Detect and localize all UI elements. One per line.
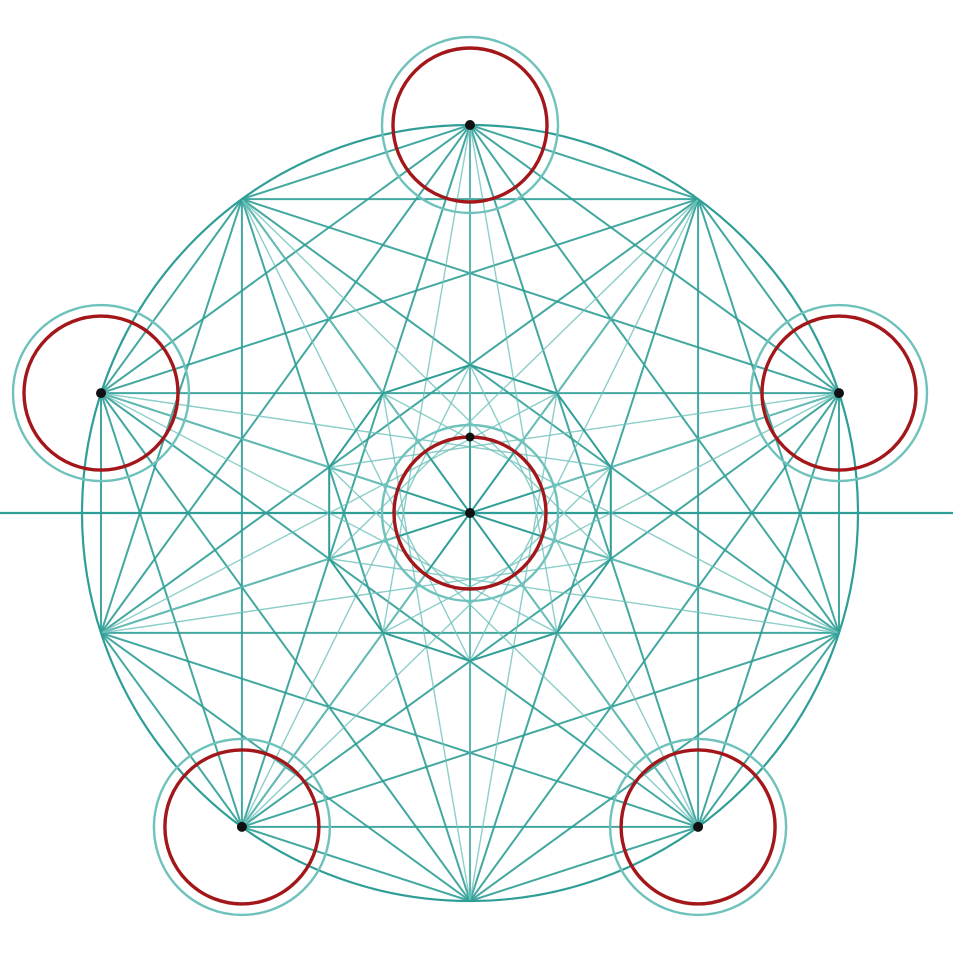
inner-decagon (328, 363, 612, 663)
center-spoke (469, 512, 545, 538)
chord-line (241, 124, 471, 201)
highlight-circle-group (22, 46, 918, 906)
vertex-outer-ring (608, 737, 788, 917)
vertex-outer-ring (11, 303, 191, 483)
center-spoke (423, 512, 471, 577)
vertex-outer-ring (749, 303, 929, 483)
vertex-highlight-circle (163, 748, 321, 906)
chord-line (100, 124, 471, 634)
vertex-dot (236, 821, 247, 832)
chord-line (241, 825, 471, 902)
chord-line (241, 198, 840, 395)
center-spoke (423, 449, 471, 514)
vertex-dot (693, 821, 704, 832)
vertex-dot-group (96, 120, 844, 832)
chord-line (100, 632, 243, 828)
chord-line (469, 825, 699, 902)
chord-line (100, 392, 471, 902)
chord-line (697, 632, 840, 828)
vertex-outer-ring (380, 35, 560, 215)
chord-line (100, 631, 699, 828)
vertex-dot (465, 120, 475, 130)
chord-line (100, 198, 243, 394)
chord-line (241, 631, 840, 828)
chord-line (697, 198, 840, 394)
vertex-dot (834, 388, 844, 399)
chord-line (469, 392, 840, 902)
vertex-outer-ring (152, 737, 332, 917)
center-outer-ring (380, 423, 560, 603)
center-spoke (395, 512, 471, 538)
chord-line (469, 124, 840, 634)
center-spoke (469, 449, 517, 514)
construction-lines (0, 124, 953, 902)
chord-line (469, 124, 699, 201)
vertex-highlight-circle (391, 46, 549, 204)
center-spoke (469, 488, 545, 514)
center-spoke (395, 488, 471, 514)
center-dot (465, 508, 475, 518)
chord-line (100, 198, 699, 395)
vertex-highlight-circle (22, 314, 180, 472)
vertex-highlight-circle (760, 314, 918, 472)
vertex-dot (96, 388, 106, 399)
vertex-ring-group (11, 35, 929, 917)
vertex-highlight-circle (619, 748, 777, 906)
center-top-dot (465, 432, 475, 442)
center-spoke (469, 512, 517, 577)
